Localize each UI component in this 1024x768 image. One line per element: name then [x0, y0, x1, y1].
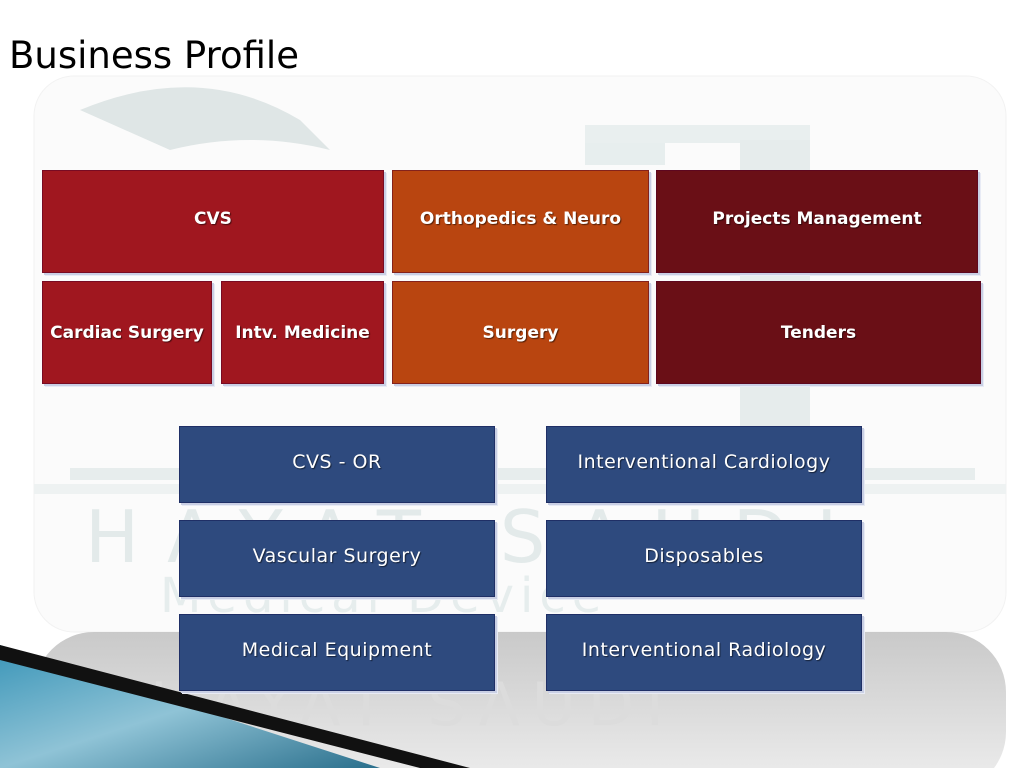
department-orthopedics-neuro: Orthopedics & Neuro	[392, 170, 649, 273]
product-line-interventional-radiology: Interventional Radiology	[546, 614, 862, 691]
product-line-label: Vascular Surgery	[252, 545, 422, 567]
product-line-disposables: Disposables	[546, 520, 862, 597]
subunit-label: Cardiac Surgery	[50, 322, 204, 343]
product-line-label: Interventional Radiology	[581, 639, 827, 661]
product-line-label: Disposables	[644, 545, 764, 567]
department-label: CVS	[194, 209, 232, 229]
product-line-vascular-surgery: Vascular Surgery	[179, 520, 495, 597]
product-line-label: Medical Equipment	[241, 639, 433, 661]
product-line-medical-equipment: Medical Equipment	[179, 614, 495, 691]
subunit-label: Tenders	[780, 322, 857, 343]
product-line-label: CVS - OR	[292, 451, 382, 473]
subunit-label: Surgery	[482, 322, 559, 343]
subunit-label: Intv. Medicine	[235, 322, 370, 343]
slide-title: Business Profile	[9, 34, 299, 77]
department-cvs: CVS	[42, 170, 384, 273]
department-label: Projects Management	[712, 209, 922, 229]
department-label: Orthopedics & Neuro	[419, 209, 622, 229]
subunit-cardiac-surgery: Cardiac Surgery	[42, 281, 212, 384]
product-line-interventional-cardiology: Interventional Cardiology	[546, 426, 862, 503]
product-line-label: Interventional Cardiology	[577, 451, 831, 473]
department-projects-management: Projects Management	[656, 170, 978, 273]
subunit-intv-medicine: Intv. Medicine	[221, 281, 384, 384]
product-line-cvs-or: CVS - OR	[179, 426, 495, 503]
subunit-surgery: Surgery	[392, 281, 649, 384]
subunit-tenders: Tenders	[656, 281, 981, 384]
